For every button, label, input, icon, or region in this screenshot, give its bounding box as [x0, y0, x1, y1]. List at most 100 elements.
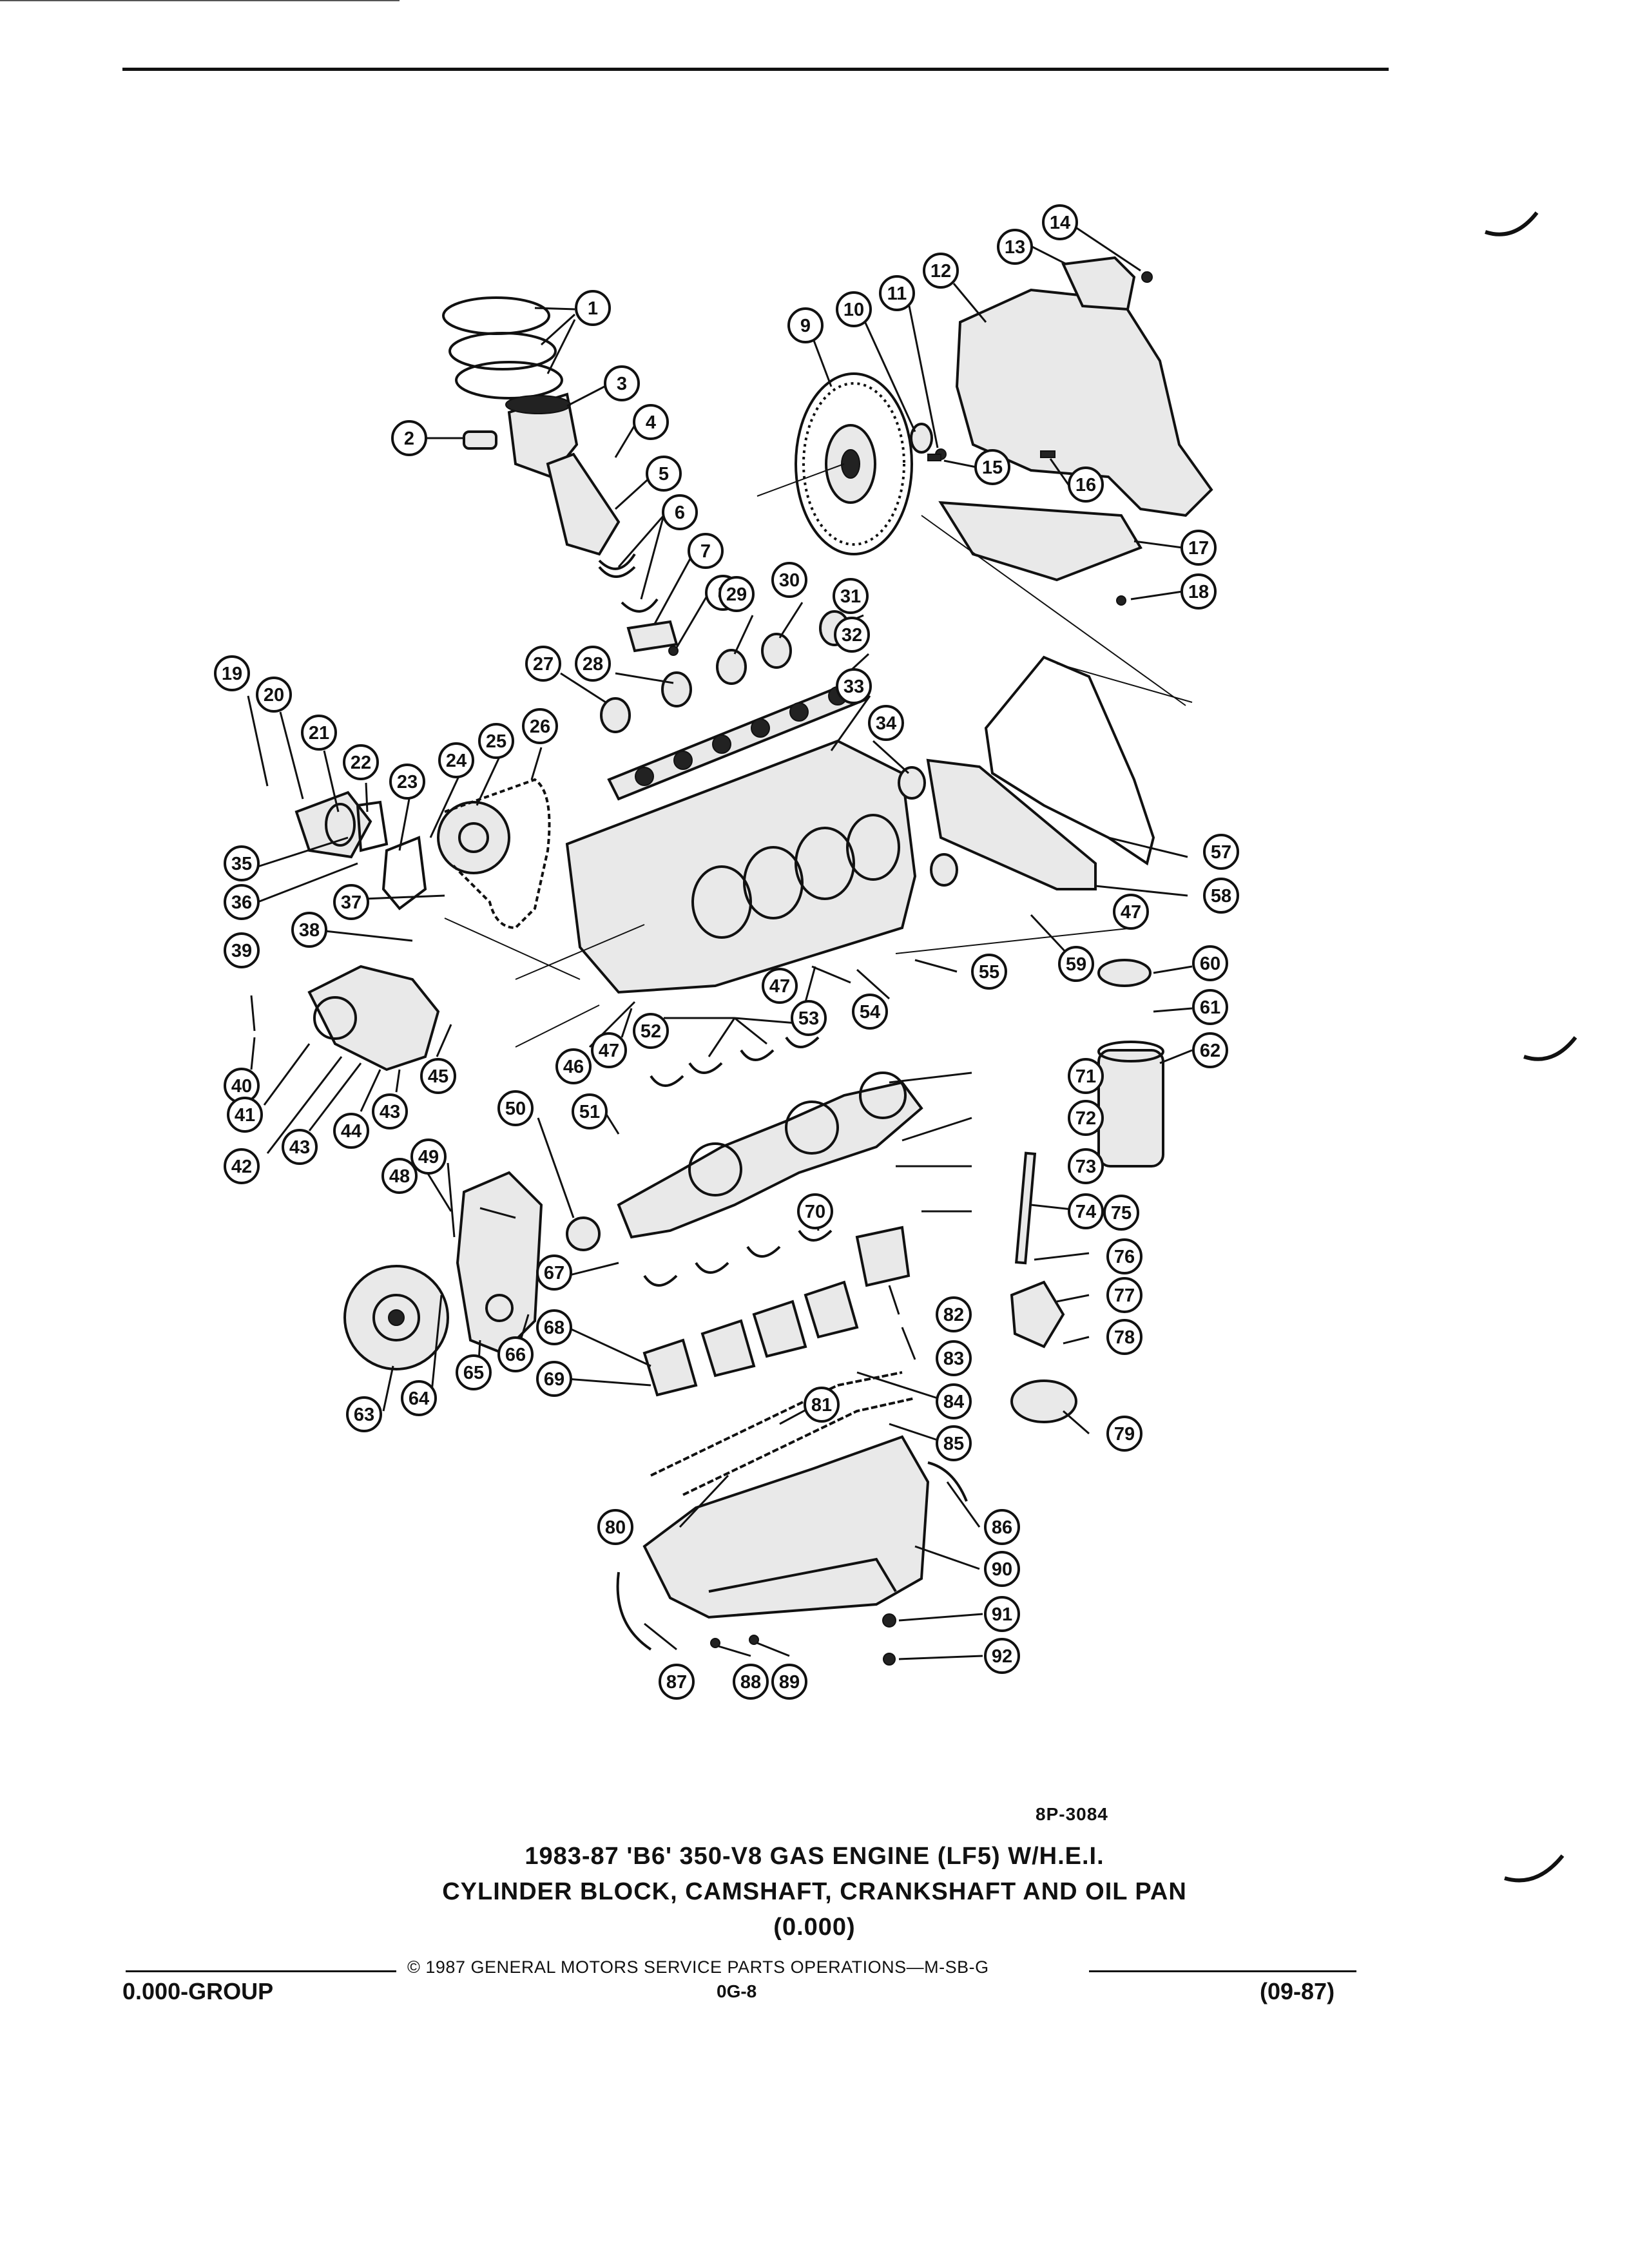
callout-19: 19	[214, 655, 250, 691]
cam-sprocket	[437, 801, 510, 874]
callout-number: 87	[666, 1672, 687, 1693]
scan-edge-line	[0, 0, 400, 1]
callout-number: 51	[579, 1102, 600, 1122]
callout-number: 5	[659, 464, 669, 485]
callout-25: 25	[478, 723, 514, 759]
callout-number: 58	[1211, 886, 1231, 907]
callout-23: 23	[389, 764, 425, 800]
piston-ring-mid	[448, 332, 557, 370]
alignment-lines	[444, 463, 1193, 1048]
callout-69: 69	[536, 1361, 572, 1397]
callout-number: 19	[222, 664, 242, 684]
callout-68: 68	[536, 1309, 572, 1345]
callout-number: 1	[588, 298, 598, 319]
callout-number: 3	[617, 374, 627, 394]
callout-26: 26	[522, 708, 558, 744]
revision-date: (09-87)	[1260, 1978, 1335, 2004]
callout-53: 53	[791, 1000, 827, 1036]
callout-number: 55	[979, 962, 999, 983]
oil-pan-sump	[708, 1557, 897, 1593]
cam-bearing-4	[761, 633, 792, 669]
timing-cover	[456, 1171, 543, 1355]
callout-number: 66	[505, 1345, 526, 1365]
callout-number: 12	[930, 261, 951, 282]
scan-margin-mark-1	[1485, 211, 1539, 236]
callout-54: 54	[852, 994, 888, 1030]
callout-number: 31	[840, 586, 861, 607]
callout-91: 91	[984, 1596, 1020, 1632]
callout-48: 48	[381, 1158, 418, 1194]
callout-38: 38	[291, 912, 327, 948]
callout-number: 39	[231, 941, 252, 961]
main-caps	[642, 1280, 859, 1397]
callout-number: 72	[1075, 1108, 1096, 1129]
callout-49: 49	[410, 1139, 447, 1175]
callout-11: 11	[879, 275, 915, 311]
callout-number: 22	[351, 753, 371, 773]
callout-number: 47	[1121, 902, 1141, 923]
callout-85: 85	[936, 1425, 972, 1461]
callout-number: 91	[992, 1604, 1012, 1625]
oil-pump	[1010, 1280, 1065, 1349]
callout-65: 65	[456, 1354, 492, 1390]
callout-81: 81	[804, 1387, 840, 1423]
callout-3: 3	[604, 365, 640, 401]
callout-43: 43	[282, 1129, 318, 1165]
callout-number: 41	[235, 1105, 255, 1126]
callout-13: 13	[997, 229, 1033, 265]
callout-64: 64	[401, 1380, 437, 1416]
flywheel-outer	[795, 372, 913, 555]
rear-gasket	[926, 758, 1097, 890]
callout-number: 47	[769, 976, 790, 997]
callout-number: 76	[1114, 1247, 1135, 1267]
callout-number: 29	[726, 584, 747, 605]
callout-4: 4	[633, 404, 669, 440]
cylinder-block	[565, 739, 917, 994]
housing-cover	[1061, 256, 1136, 311]
callout-75: 75	[1103, 1195, 1139, 1231]
callout-42: 42	[224, 1148, 260, 1184]
callout-57: 57	[1203, 834, 1239, 870]
group-label: 0.000-GROUP	[122, 1978, 274, 2004]
callout-number: 82	[943, 1305, 964, 1325]
connecting-rod	[546, 452, 621, 556]
callout-50: 50	[497, 1090, 534, 1126]
callout-number: 53	[798, 1008, 819, 1029]
crank-throw-3	[859, 1072, 907, 1119]
callout-41: 41	[227, 1097, 263, 1133]
oil-pan	[642, 1435, 930, 1619]
callout-number: 40	[231, 1076, 252, 1097]
callout-number: 33	[843, 677, 864, 697]
callout-31: 31	[833, 578, 869, 614]
callout-number: 68	[544, 1318, 564, 1338]
callout-55: 55	[971, 954, 1007, 990]
oil-pan-gasket-left	[650, 1371, 903, 1477]
callout-37: 37	[333, 884, 369, 920]
filter-adapter	[1097, 959, 1152, 987]
rod-nut	[668, 646, 679, 656]
callout-number: 7	[700, 541, 711, 562]
callout-number: 75	[1111, 1203, 1132, 1224]
callout-number: 14	[1050, 213, 1070, 233]
callout-76: 76	[1106, 1238, 1142, 1274]
callout-63: 63	[346, 1396, 382, 1432]
callout-45: 45	[420, 1058, 456, 1094]
callout-80: 80	[597, 1509, 633, 1545]
callout-44: 44	[333, 1113, 369, 1149]
callout-number: 57	[1211, 842, 1231, 863]
callout-86: 86	[984, 1509, 1020, 1545]
fuel-pump-gasket	[325, 803, 356, 847]
timing-chain	[444, 778, 551, 930]
pilot-bushing	[910, 423, 933, 454]
callout-number: 11	[887, 284, 907, 304]
header-rule	[122, 68, 1389, 71]
callout-number: 52	[641, 1021, 661, 1042]
title-line-3: (0.000)	[773, 1914, 856, 1941]
expansion-plug-rear	[930, 853, 958, 887]
cylinder-bores	[691, 814, 900, 939]
callout-21: 21	[301, 715, 337, 751]
callout-number: 73	[1075, 1157, 1096, 1177]
callout-number: 62	[1200, 1041, 1220, 1061]
callout-92: 92	[984, 1638, 1020, 1674]
